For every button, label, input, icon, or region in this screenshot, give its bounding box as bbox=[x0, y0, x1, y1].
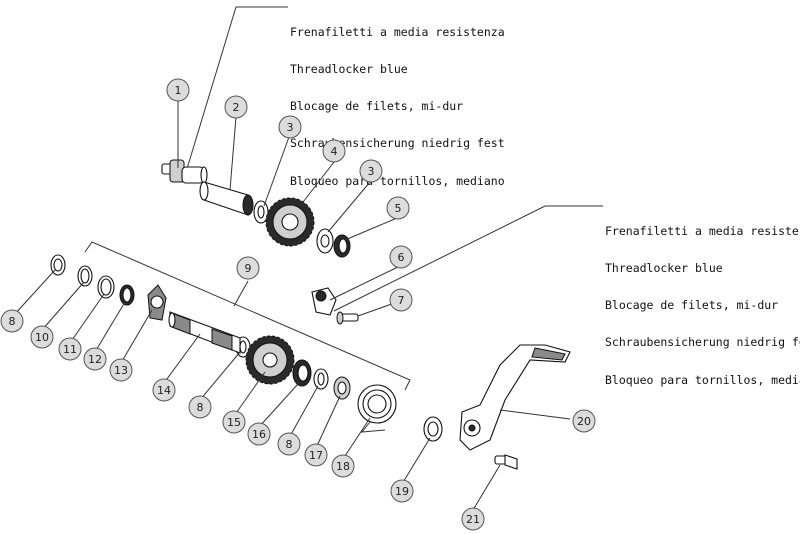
callout-label: 4 bbox=[331, 145, 338, 158]
callout-label: 21 bbox=[466, 513, 480, 526]
note-line: Blocage de filets, mi-dur bbox=[605, 298, 779, 313]
callout-4: 4 bbox=[322, 139, 346, 163]
callout-leaders bbox=[13, 100, 571, 511]
callout-11: 11 bbox=[58, 337, 82, 361]
callout-8b: 8 bbox=[188, 395, 212, 419]
callout-label: 15 bbox=[227, 416, 241, 429]
callout-1: 1 bbox=[166, 78, 190, 102]
callout-label: 14 bbox=[157, 384, 171, 397]
callout-label: 5 bbox=[395, 202, 402, 215]
assembly-bracket-9 bbox=[84, 241, 411, 391]
callout-17: 17 bbox=[304, 443, 328, 467]
note-line: Bloqueo para tornillos, mediano bbox=[605, 372, 800, 387]
note-line: Frenafiletti a media resistenza bbox=[290, 24, 505, 39]
note-line: Frenafiletti a media resistenza bbox=[605, 223, 800, 238]
callout-label: 2 bbox=[233, 101, 240, 114]
callout-5: 5 bbox=[386, 196, 410, 220]
callout-6: 6 bbox=[389, 245, 413, 269]
callout-9: 9 bbox=[236, 256, 260, 280]
callout-8: 8 bbox=[0, 309, 24, 333]
callout-label: 3 bbox=[368, 165, 375, 178]
note-line: Schraubensicherung niedrig fest bbox=[290, 136, 505, 151]
callout-label: 3 bbox=[287, 121, 294, 134]
callout-label: 8 bbox=[286, 438, 293, 451]
note-leader-right bbox=[333, 205, 603, 312]
callout-20: 20 bbox=[572, 409, 596, 433]
note-line: Threadlocker blue bbox=[605, 261, 723, 276]
callout-label: 13 bbox=[114, 364, 128, 377]
callout-14: 14 bbox=[152, 378, 176, 402]
callout-2: 2 bbox=[224, 95, 248, 119]
callout-label: 10 bbox=[35, 331, 49, 344]
callout-label: 8 bbox=[9, 315, 16, 328]
note-line: Schraubensicherung niedrig fest bbox=[605, 335, 800, 350]
callout-3: 3 bbox=[278, 115, 302, 139]
note-leader-top bbox=[185, 6, 288, 173]
part-14-shaft bbox=[168, 311, 241, 354]
callout-label: 8 bbox=[197, 401, 204, 414]
callout-19: 19 bbox=[390, 479, 414, 503]
callout-label: 9 bbox=[245, 262, 252, 275]
callout-label: 17 bbox=[309, 449, 323, 462]
callout-7: 7 bbox=[389, 288, 413, 312]
callout-15: 15 bbox=[222, 410, 246, 434]
part-20-kickstart-lever bbox=[459, 344, 571, 451]
callout-12: 12 bbox=[83, 347, 107, 371]
part-2-sleeve bbox=[199, 181, 254, 216]
callout-8c: 8 bbox=[277, 432, 301, 456]
callout-label: 18 bbox=[336, 460, 350, 473]
note-line: Threadlocker blue bbox=[290, 62, 408, 77]
callout-bubbles: 1 2 3 4 3 5 6 7 8 9 10 11 12 13 14 8 15 … bbox=[0, 78, 596, 531]
callout-label: 16 bbox=[252, 428, 266, 441]
callout-label: 1 bbox=[175, 84, 182, 97]
part-15-gear bbox=[245, 335, 295, 385]
note-line: Blocage de filets, mi-dur bbox=[290, 99, 464, 114]
callout-10: 10 bbox=[30, 325, 54, 349]
callout-13: 13 bbox=[109, 358, 133, 382]
part-4-gear bbox=[265, 197, 315, 247]
part-21-bolt bbox=[494, 454, 518, 470]
part-7-bolt bbox=[336, 311, 359, 325]
part-13-gear bbox=[147, 284, 167, 321]
part-1-pin bbox=[161, 159, 208, 184]
callout-label: 12 bbox=[88, 353, 102, 366]
part-18-spring bbox=[357, 384, 397, 433]
callout-3b: 3 bbox=[359, 159, 383, 183]
callout-16: 16 bbox=[247, 422, 271, 446]
callout-18: 18 bbox=[331, 454, 355, 478]
callout-21: 21 bbox=[461, 507, 485, 531]
threadlocker-note-right: Frenafiletti a media resistenza Threadlo… bbox=[605, 200, 800, 411]
callout-label: 11 bbox=[63, 343, 77, 356]
callout-label: 7 bbox=[398, 294, 405, 307]
callout-label: 6 bbox=[398, 251, 405, 264]
callout-label: 20 bbox=[577, 415, 591, 428]
callout-label: 19 bbox=[395, 485, 409, 498]
part-6-ratchet bbox=[311, 287, 337, 316]
part-16-bearing bbox=[292, 359, 312, 387]
